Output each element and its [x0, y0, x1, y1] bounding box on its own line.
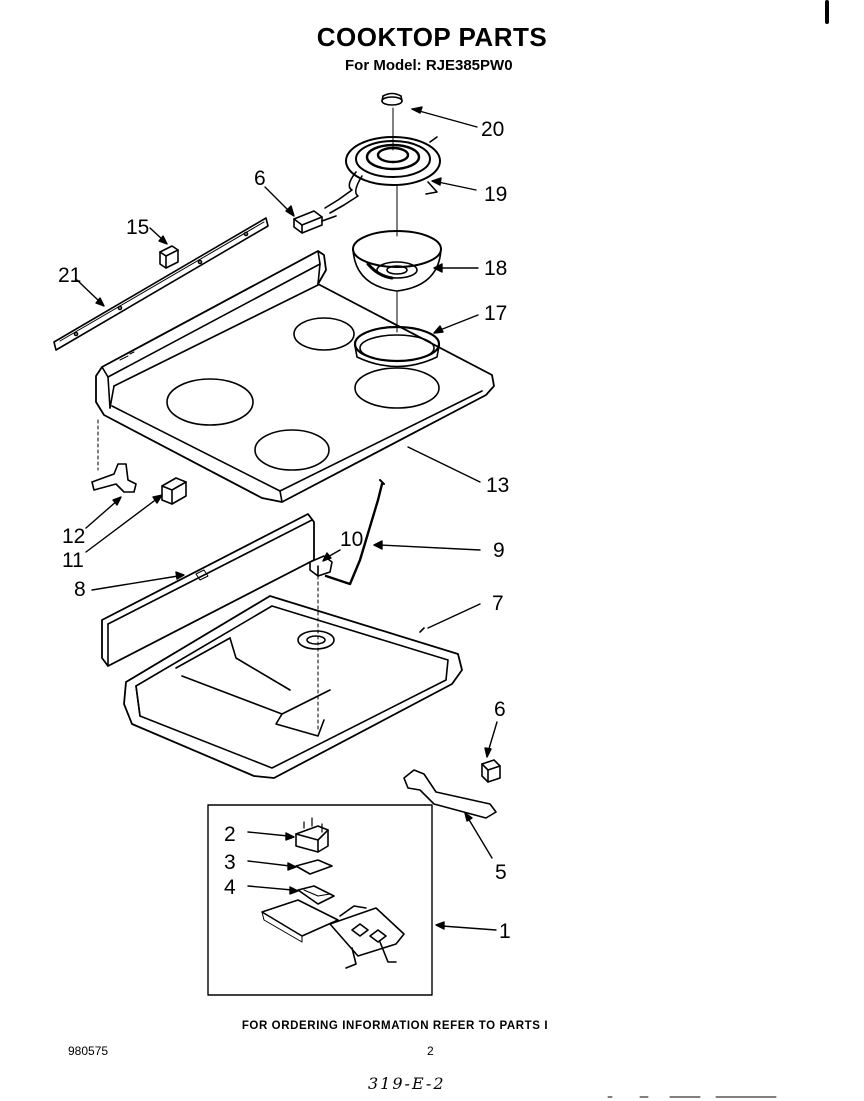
- handwritten-note: 319-E-2: [368, 1074, 446, 1093]
- page-number: 2: [427, 1044, 434, 1058]
- plate-part: [295, 859, 333, 875]
- callout-4: 4: [224, 876, 236, 899]
- drip-bowl-part: [352, 184, 442, 292]
- model-subtitle: For Model: RJE385PW0: [345, 57, 513, 74]
- switch-assembly-inset: [207, 804, 433, 996]
- burner-box-part: [123, 595, 463, 779]
- rod-part: [324, 479, 385, 586]
- terminal-block-lower-part: [481, 759, 501, 783]
- surface-element-part: [324, 107, 441, 214]
- callout-5: 5: [495, 861, 507, 884]
- callout-6-upper: 6: [254, 167, 266, 190]
- callout-21: 21: [58, 264, 82, 287]
- callout-1: 1: [499, 920, 511, 943]
- callout-2: 2: [224, 823, 236, 846]
- callout-13: 13: [486, 474, 510, 497]
- terminal-block-part: [293, 210, 337, 234]
- small-clip-part: [309, 555, 333, 731]
- callout-15: 15: [126, 216, 150, 239]
- trim-ring-part: [353, 290, 441, 368]
- callout-20: 20: [481, 118, 505, 141]
- callout-6-lower: 6: [494, 698, 506, 721]
- spacer-part: [161, 477, 187, 505]
- callout-12: 12: [62, 525, 86, 548]
- document-number: 980575: [68, 1044, 109, 1058]
- strap-part: [403, 769, 497, 819]
- callout-17: 17: [484, 302, 508, 325]
- switch-assembly-part: [261, 899, 405, 969]
- indicator-light-part: [297, 885, 335, 905]
- callout-8: 8: [74, 578, 86, 601]
- main-cooktop-part: [95, 250, 495, 503]
- callout-11: 11: [62, 549, 84, 572]
- callout-9: 9: [493, 539, 505, 562]
- callout-7: 7: [492, 592, 504, 615]
- switch-part: [295, 817, 329, 853]
- trim-strip-part: [53, 217, 269, 351]
- ordering-note: FOR ORDERING INFORMATION REFER TO PARTS …: [241, 1020, 549, 1032]
- callout-10: 10: [340, 528, 364, 551]
- knob-cap-part: [381, 92, 403, 106]
- rear-panel-part: [101, 513, 315, 667]
- callout-19: 19: [484, 183, 508, 206]
- callout-18: 18: [484, 257, 508, 280]
- clip-part: [159, 245, 179, 269]
- page-title: COOKTOP PARTS: [316, 22, 548, 52]
- callout-3: 3: [224, 851, 236, 874]
- bracket-part: [91, 463, 137, 493]
- callout-leaders: [76, 106, 498, 931]
